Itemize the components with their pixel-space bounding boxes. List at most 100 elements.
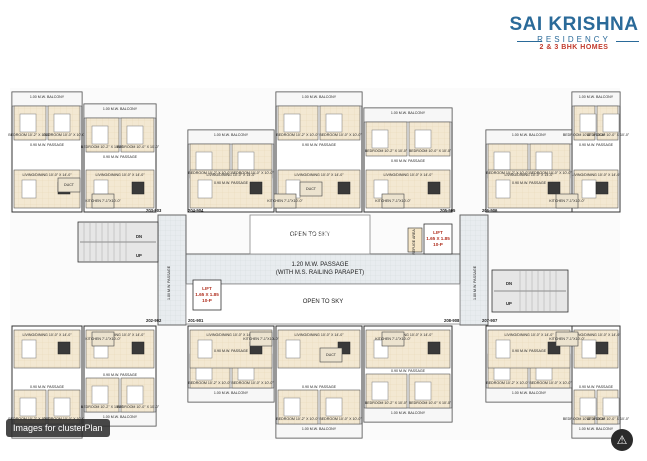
- living-label: LIVING/DINING 10'-0" X 14'-0": [383, 173, 433, 177]
- flat-207: 1.00 M.W. BALCONY BEDROOM 10'-2" X 10'-0"…: [563, 325, 630, 439]
- open-to-sky: [185, 283, 461, 325]
- brand-title: SAI KRISHNA: [509, 14, 639, 35]
- living-label: LIVING/DINING 10'-0" X 14'-0": [571, 173, 621, 177]
- service-kitchen-3: KITCHEN 7'-1"X10'-0": [375, 193, 411, 209]
- passage-label: 0.90 M.W. PASSAGE: [391, 159, 426, 163]
- balcony-label: 1.00 M.W. BALCONY: [512, 391, 547, 395]
- living-label: LIVING/DINING 10'-0" X 14'-0": [504, 173, 554, 177]
- flat-201: 1.00 M.W. BALCONY BEDROOM 10'-2" X 10'-0"…: [187, 325, 275, 403]
- bedroom-label: BEDROOM 10'-0" X 10'-0": [43, 133, 86, 137]
- service-kitchen-7: KITCHEN 7'-1"X10'-0": [375, 331, 411, 347]
- duct-label: DUCT: [326, 353, 337, 357]
- open-to-sky-top-label: OPEN TO SKY: [290, 232, 330, 238]
- passage-label: 0.90 M.W. PASSAGE: [302, 385, 337, 389]
- balcony-label: 1.00 M.W. BALCONY: [391, 411, 426, 415]
- passage-label: 0.90 M.W. PASSAGE: [302, 143, 337, 147]
- bedroom-label: BEDROOM 10'-0" X 10'-0": [409, 401, 452, 405]
- bedroom-label: BEDROOM 10'-2" X 10'-0": [365, 149, 408, 153]
- service-duct-9: DUCT: [299, 181, 323, 197]
- balcony-label: 1.00 M.W. BALCONY: [214, 133, 249, 137]
- bedroom-label: BEDROOM 10'-0" X 10'-0": [409, 149, 452, 153]
- living-label: LIVING/DINING 10'-0" X 14'-0": [22, 173, 72, 177]
- flat-number-203: 203-903: [146, 208, 162, 213]
- bedroom-label: BEDROOM 10'-0" X 10'-0": [319, 133, 362, 137]
- passage-label: 0.90 M.W. PASSAGE: [512, 181, 547, 185]
- service-kitchen-5: KITCHEN 7'-1"X10'-0": [85, 331, 121, 347]
- passage-main-label: 1.20 M.W. PASSAGE: [292, 262, 349, 268]
- kitchen-label: KITCHEN 7'-1"X10'-0": [85, 337, 121, 341]
- passage-label: 0.90 M.W. PASSAGE: [391, 369, 426, 373]
- kitchen-label: KITCHEN 7'-1"X10'-0": [549, 337, 585, 341]
- balcony-label: 1.00 M.W. BALCONY: [579, 95, 614, 99]
- bedroom-label: BEDROOM 10'-0" X 10'-0": [117, 145, 160, 149]
- living-label: LIVING/DINING 10'-0" X 14'-0": [294, 333, 344, 337]
- bedroom-label: BEDROOM 10'-0" X 10'-0": [529, 171, 572, 175]
- living-label: LIVING/DINING 10'-0" X 14'-0": [294, 173, 344, 177]
- flat-number-204: 204-904: [188, 208, 204, 213]
- bedroom-label: BEDROOM 10'-0" X 10'-0": [319, 417, 362, 421]
- passage-label: 0.90 M.W. PASSAGE: [103, 155, 138, 159]
- passage-label: 0.90 M.W. PASSAGE: [214, 349, 249, 353]
- staircase-right: [491, 269, 569, 313]
- bedroom-label: BEDROOM 10'-0" X 10'-0": [231, 171, 274, 175]
- bedroom-label: BEDROOM 10'-2" X 10'-0": [365, 401, 408, 405]
- flat-208: 1.00 M.W. BALCONY BEDROOM 10'-2" X 10'-0"…: [363, 325, 453, 423]
- open-to-sky-label: OPEN TO SKY: [303, 299, 343, 305]
- right-passage-label: 1.80 M.W. PASSAGE: [473, 265, 477, 300]
- living-label: LIVING/DINING 10'-0" X 14'-0": [571, 333, 621, 337]
- service-kitchen-4: KITCHEN 7'-1"X10'-0": [549, 193, 585, 209]
- brand-rule-right: [616, 41, 639, 42]
- brand-rule-left: [517, 41, 542, 42]
- lift-right-l2: 1.65 X 1.85: [426, 236, 450, 241]
- flat-203: 1.00 M.W. BALCONY BEDROOM 10'-2" X 10'-0"…: [8, 91, 86, 213]
- passage-label: 0.90 M.W. PASSAGE: [512, 349, 547, 353]
- stair-left-up: UP: [136, 253, 142, 258]
- balcony-label: 1.00 M.W. BALCONY: [579, 427, 614, 431]
- kitchen-label: KITCHEN 7'-1"X10'-0": [375, 199, 411, 203]
- service-kitchen-1: KITCHEN 7'-1"X10'-0": [85, 193, 121, 209]
- service-kitchen-8: KITCHEN 7'-1"X10'-0": [549, 331, 585, 347]
- brand-tagline: 2 & 3 BHK HOMES: [539, 44, 609, 51]
- stair-right-dn: DN: [506, 281, 512, 286]
- passage-note-label: (WITH M.S. RAILING PARAPET): [276, 270, 364, 276]
- flat-number-201: 201-901: [188, 318, 204, 323]
- report-warning-icon[interactable]: ⚠: [611, 429, 633, 451]
- bedroom-label: BEDROOM 10'-2" X 10'-0": [8, 133, 51, 137]
- bedroom-label: BEDROOM 10'-2" X 10'-0": [276, 133, 319, 137]
- bedroom-label: BEDROOM 10'-2" X 10'-0": [81, 145, 124, 149]
- balcony-label: 1.00 M.W. BALCONY: [103, 415, 138, 419]
- balcony-label: 1.00 M.W. BALCONY: [214, 391, 249, 395]
- passage-label: 0.90 M.W. PASSAGE: [30, 385, 65, 389]
- staircase-left: [77, 221, 159, 263]
- living-label: LIVING/DINING 10'-0" X 14'-0": [22, 333, 72, 337]
- flat-number-207: 207-907: [482, 318, 498, 323]
- balcony-label: 1.00 M.W. BALCONY: [302, 95, 337, 99]
- kitchen-label: KITCHEN 7'-1"X10'-0": [549, 199, 585, 203]
- bedroom-label: BEDROOM 10'-2" X 10'-0": [188, 381, 231, 385]
- kitchen-label: KITCHEN 7'-1"X10'-0": [243, 337, 279, 341]
- bedroom-label: BEDROOM 10'-2" X 10'-0": [188, 171, 231, 175]
- bedroom-label: BEDROOM 10'-0" X 10'-0": [587, 417, 630, 421]
- bedroom-label: BEDROOM 10'-2" X 10'-0": [486, 171, 529, 175]
- living-label: LIVING/DINING 10'-0" X 14'-0": [504, 333, 554, 337]
- passage-label: 0.90 M.W. PASSAGE: [103, 373, 138, 377]
- living-label: LIVING/DINING 10'-0" X 14'-0": [95, 333, 145, 337]
- bedroom-label: BEDROOM 10'-0" X 10'-0": [529, 381, 572, 385]
- left-passage-label: 1.80 M.W. PASSAGE: [167, 265, 171, 300]
- lift-left-l3: 10-P: [202, 298, 212, 303]
- bedroom-label: BEDROOM 10'-2" X 10'-0": [276, 417, 319, 421]
- lift-left-l2: 1.65 X 1.85: [195, 292, 219, 297]
- stair-right-up: UP: [506, 301, 512, 306]
- open-to-sky-top: [249, 214, 371, 255]
- flats-group: 1.00 M.W. BALCONY BEDROOM 10'-2" X 10'-0"…: [8, 91, 630, 439]
- balcony-label: 1.00 M.W. BALCONY: [512, 133, 547, 137]
- balcony-label: 1.00 M.W. BALCONY: [30, 95, 65, 99]
- bedroom-label: BEDROOM 10'-2" X 10'-0": [563, 417, 606, 421]
- service-duct-0: DUCT: [57, 177, 81, 193]
- image-source-badge[interactable]: Images for clusterPlan: [6, 419, 110, 437]
